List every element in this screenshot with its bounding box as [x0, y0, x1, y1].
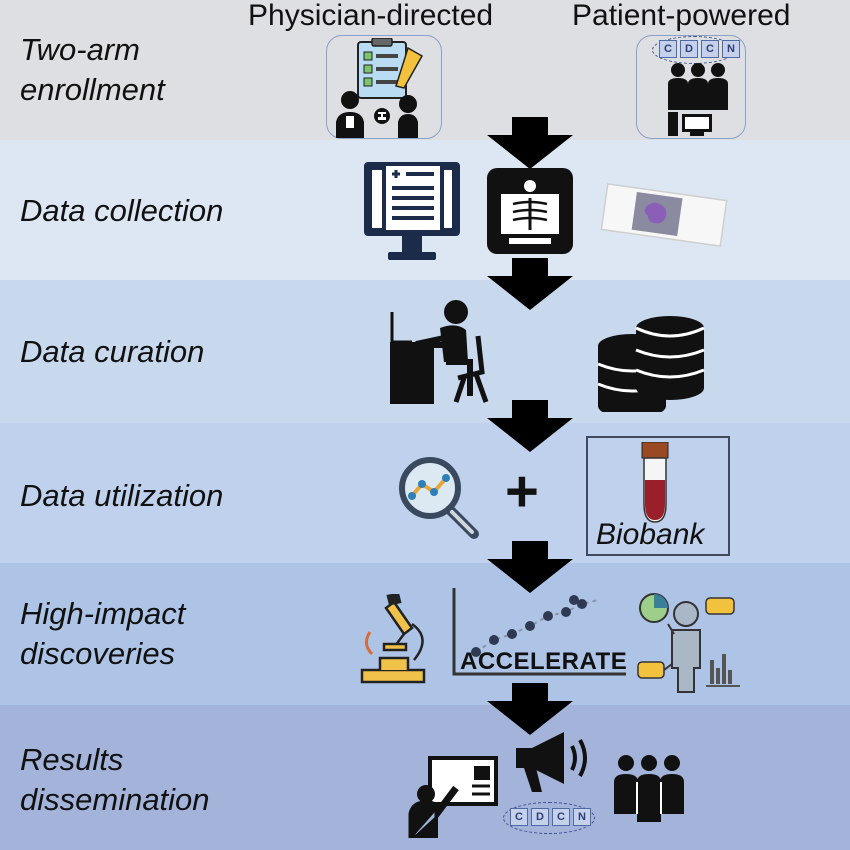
- person-at-desk-icon: [390, 300, 489, 404]
- analyst-with-data-icon: [637, 593, 740, 693]
- stage-label-line: High-impact: [20, 596, 186, 631]
- cdcn-logo: C D C N: [659, 40, 740, 58]
- pathology-slide-icon: [600, 183, 728, 247]
- audience-group-icon: [614, 755, 684, 822]
- cdcn-letter: D: [531, 808, 549, 826]
- stage-label-enrollment: Two-arm enrollment: [20, 30, 165, 110]
- stage-label-line: enrollment: [20, 72, 165, 107]
- microscope-icon: [360, 594, 426, 684]
- xray-scanner-icon: [487, 168, 573, 254]
- stage-label-line: Two-arm: [20, 32, 140, 67]
- biobank-frame: [586, 436, 730, 556]
- physician-checklist-icon: [336, 38, 424, 138]
- stage-label-line: dissemination: [20, 782, 210, 817]
- stage-label-discoveries: High-impact discoveries: [20, 594, 185, 674]
- accelerate-trend-chart-icon: [452, 588, 626, 676]
- cdcn-letter: N: [722, 40, 740, 58]
- flow-arrow-icon: [487, 400, 573, 452]
- stage-label-utilization: Data utilization: [20, 478, 224, 513]
- flow-arrow-icon: [487, 541, 573, 593]
- accelerate-label: ACCELERATE: [460, 648, 628, 675]
- stage-label-line: discoveries: [20, 636, 176, 671]
- flow-arrow-icon: [487, 117, 573, 169]
- cdcn-letter: C: [659, 40, 677, 58]
- flow-arrow-icon: [487, 258, 573, 310]
- cdcn-logo-ring: [503, 802, 595, 834]
- sample-tube-icon: [641, 442, 669, 523]
- cdcn-letter: C: [701, 40, 719, 58]
- stage-label-dissemination: Results dissemination: [20, 740, 210, 820]
- stage-label-curation: Data curation: [20, 334, 205, 369]
- arm-label-patient: Patient-powered: [572, 0, 791, 32]
- physician-arm-frame: [326, 35, 442, 139]
- cdcn-letter: C: [510, 808, 528, 826]
- patient-group-computer-icon: [668, 63, 728, 136]
- arm-label-physician: Physician-directed: [248, 0, 494, 32]
- cdcn-letter: N: [573, 808, 591, 826]
- biobank-label: Biobank: [596, 518, 705, 551]
- cdcn-logo: C D C N: [510, 808, 591, 826]
- cdcn-letter: D: [680, 40, 698, 58]
- stage-band-dissemination: [0, 705, 850, 850]
- plus-sign: +: [505, 459, 539, 524]
- presenter-board-icon: [408, 756, 498, 838]
- stage-label-collection: Data collection: [20, 193, 224, 228]
- electronic-record-monitor-icon: [364, 162, 460, 260]
- stage-label-line: Results: [20, 742, 124, 777]
- flow-arrow-icon: [487, 683, 573, 735]
- magnifier-analytics-icon: [399, 457, 479, 539]
- cdcn-letter: C: [552, 808, 570, 826]
- megaphone-icon: [516, 732, 587, 792]
- database-stack-icon: [597, 316, 705, 412]
